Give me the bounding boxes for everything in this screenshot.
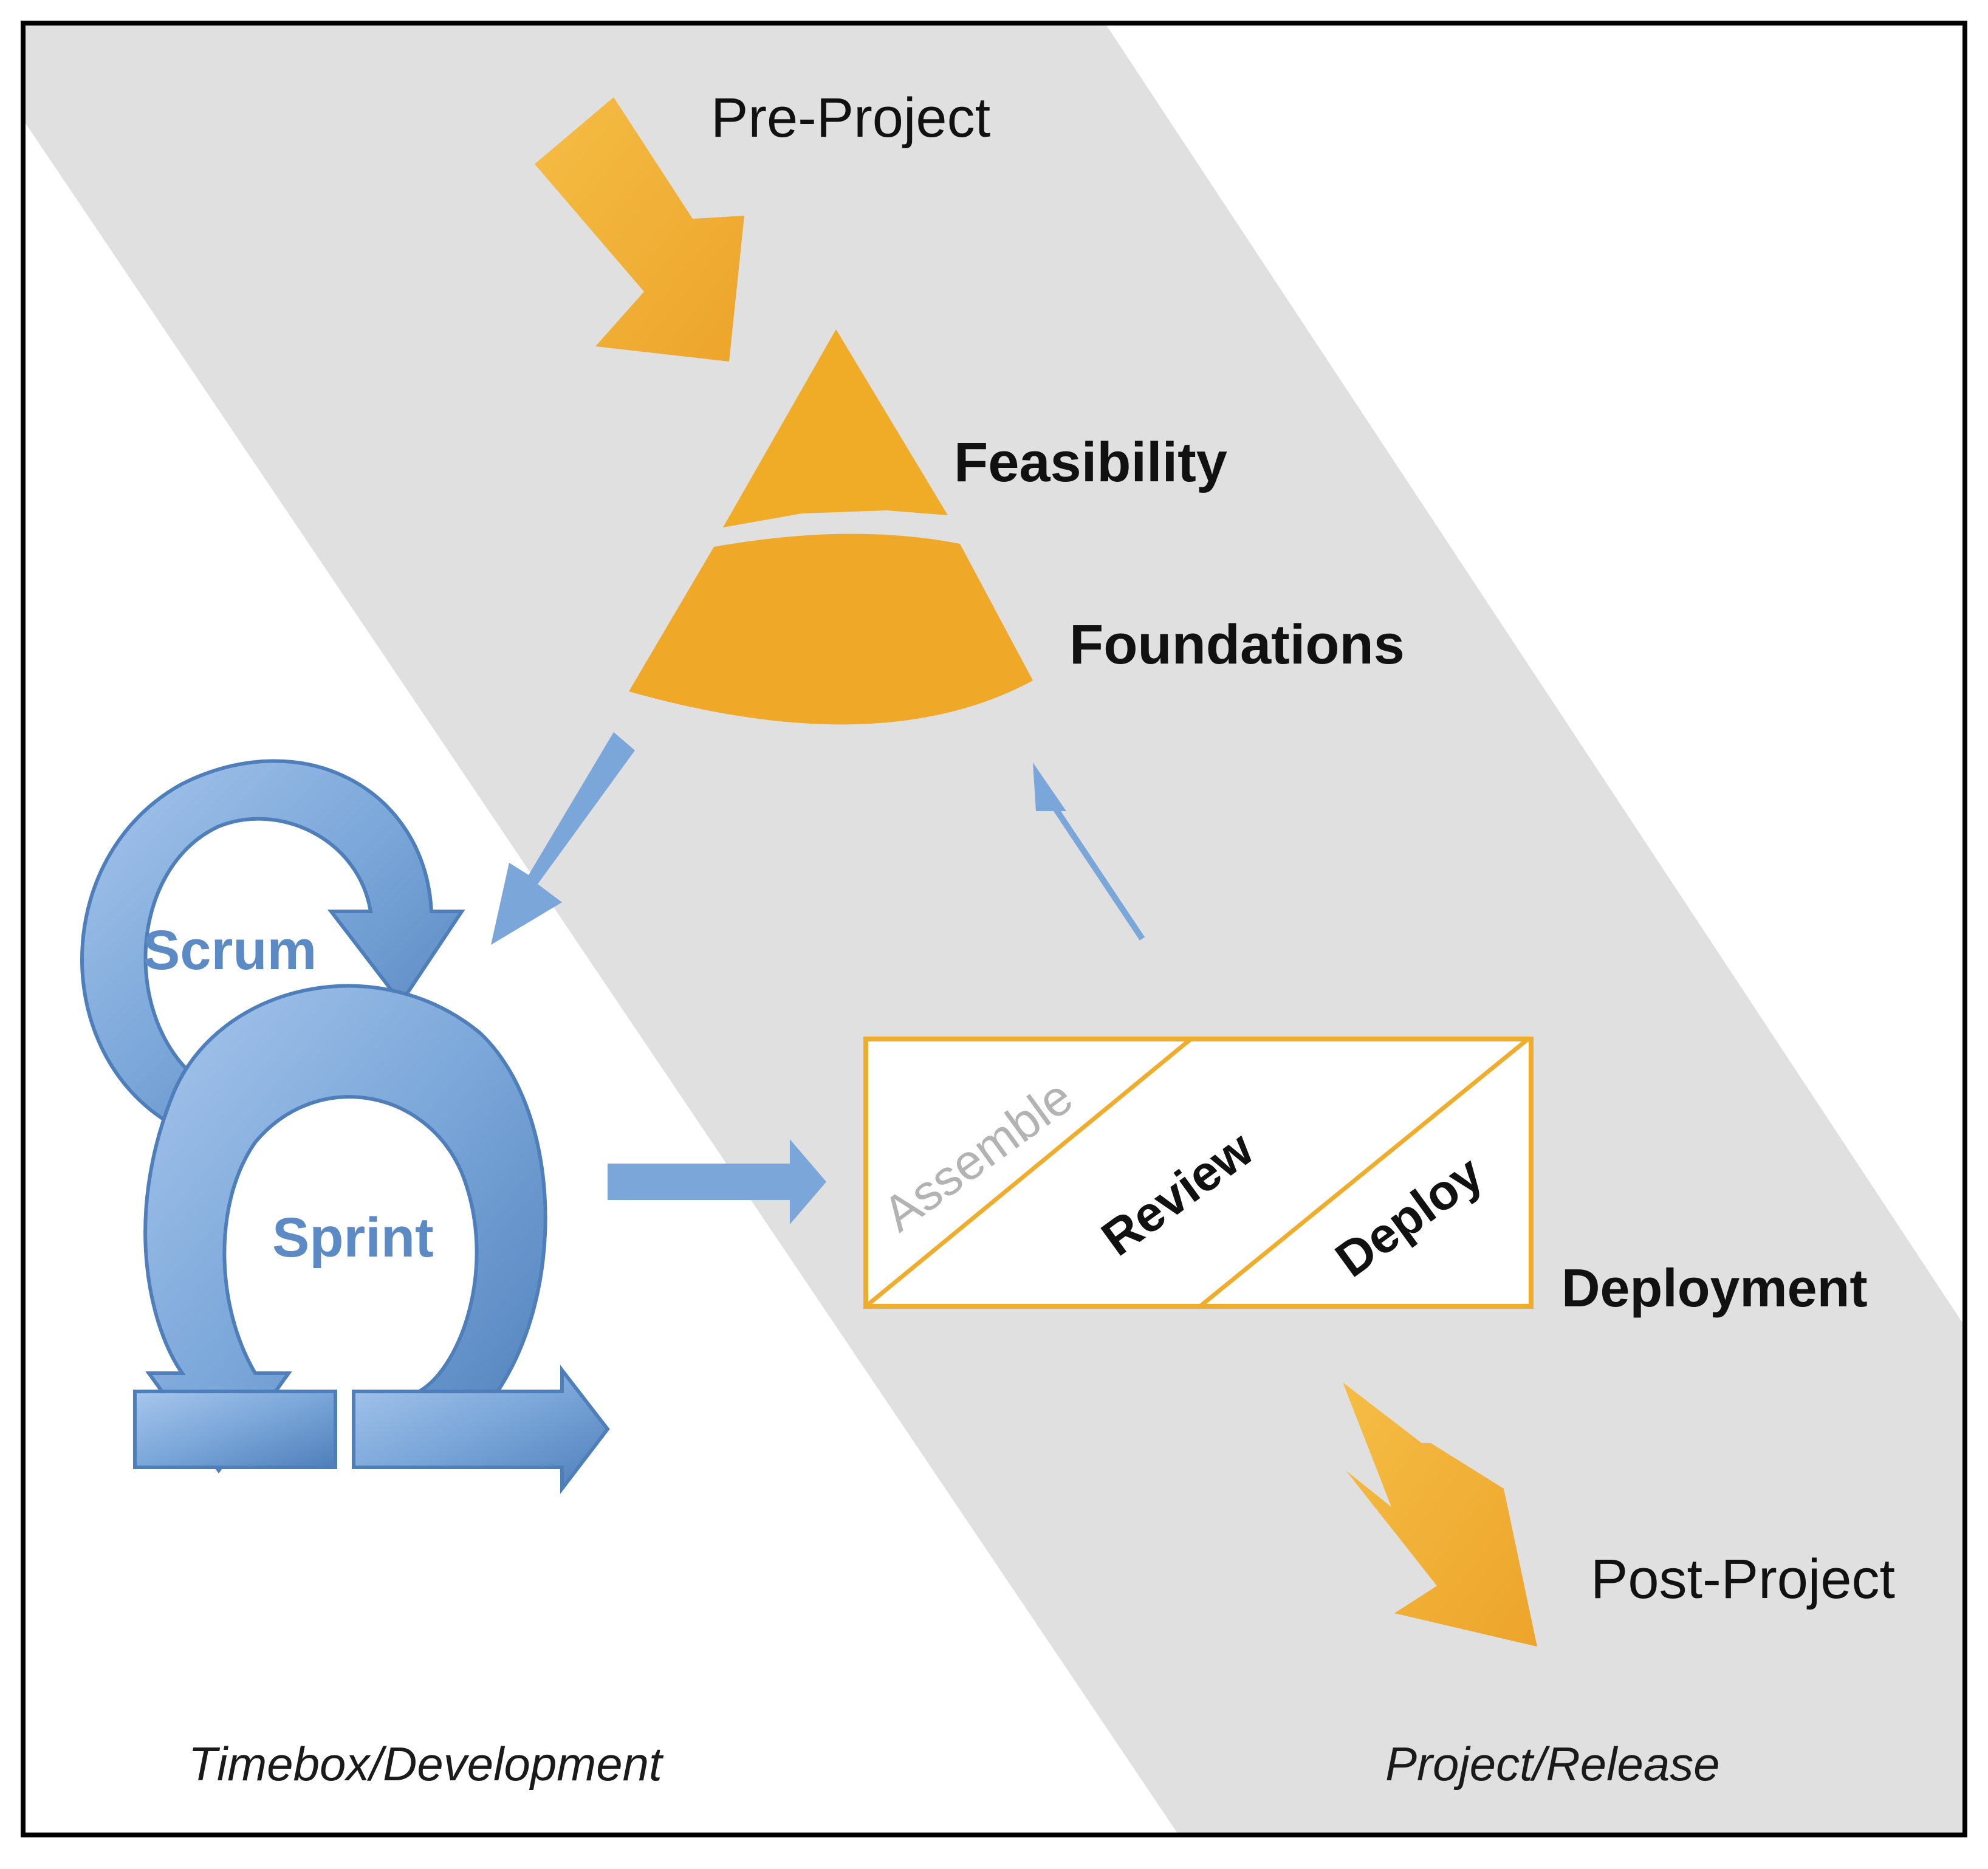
deployment-divider-2 [1198, 1037, 1530, 1308]
feasibility-segment-icon [723, 329, 948, 527]
scrum-label: Scrum [143, 919, 317, 981]
deployment-label: Deployment [1561, 1258, 1868, 1318]
deployment-box [863, 1037, 1534, 1309]
deployment-divider-1 [864, 1037, 1193, 1308]
to-scrum-arrow-icon [491, 732, 635, 945]
sprint-label: Sprint [272, 1207, 434, 1269]
sprint-exit-arrow-icon [352, 1365, 610, 1494]
project-release-band [24, 24, 1964, 1835]
sprint-loop-icon [143, 984, 547, 1474]
post-project-arrow-icon [1343, 1382, 1537, 1647]
foundations-segment-icon [629, 533, 1033, 725]
pre-project-label: Pre-Project [711, 87, 990, 149]
foundations-label: Foundations [1069, 614, 1405, 676]
to-deployment-arrow-icon [608, 1139, 826, 1224]
scrum-loop-icon [80, 759, 465, 1133]
sprint-base-bar-left [133, 1390, 337, 1469]
return-arrow-head-icon [1033, 763, 1066, 811]
diagram-frame [21, 21, 1967, 1837]
return-arrow-line [1042, 791, 1145, 941]
pre-project-arrow-icon [535, 97, 744, 362]
project-zone-label: Project/Release [1385, 1737, 1720, 1791]
feasibility-label: Feasibility [954, 431, 1227, 493]
post-project-label: Post-Project [1591, 1548, 1895, 1610]
timebox-zone-label: Timebox/Development [188, 1737, 664, 1791]
